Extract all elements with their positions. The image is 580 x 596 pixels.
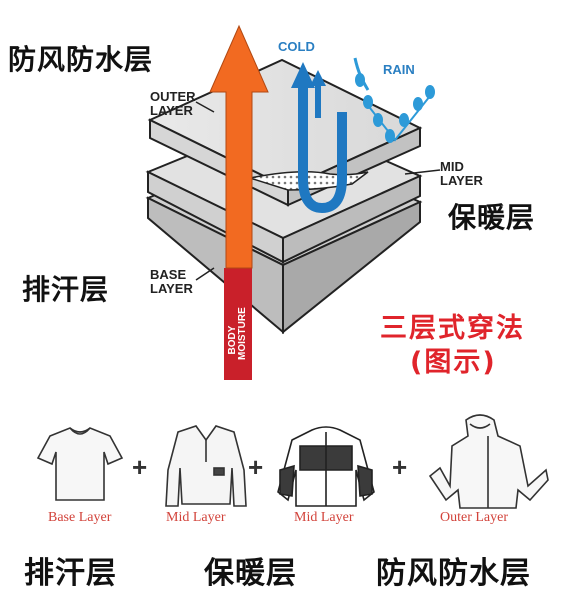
rain-drops xyxy=(353,57,435,143)
garment-caption-base: Base Layer xyxy=(48,510,112,525)
outer-layer-cn-label: 防风防水层 xyxy=(8,43,154,76)
base-layer-en-line2: LAYER xyxy=(150,281,193,296)
bottom-label-outer: 防风防水层 xyxy=(376,556,531,591)
garment-caption-outer: Outer Layer xyxy=(440,510,509,525)
t-shirt-icon xyxy=(36,427,124,501)
base-leader xyxy=(195,267,215,281)
title-line2: (图示) xyxy=(410,347,497,378)
plus-sign-3: + xyxy=(392,452,408,482)
base-layer-en-line1: BASE xyxy=(150,267,187,282)
insulated-jacket-icon xyxy=(277,426,375,507)
base-layer-en-label: BASE LAYER xyxy=(150,268,193,296)
plus-sign-2: + xyxy=(248,452,264,482)
garment-caption-mid-1: Mid Layer xyxy=(166,510,226,525)
fleece-pullover-icon xyxy=(165,425,247,507)
mid-layer-en-label: MID LAYER xyxy=(440,160,483,188)
hooded-shell-jacket-icon xyxy=(428,414,549,509)
body-moisture-bar xyxy=(224,268,252,380)
mid-layer-cn-label: 保暖层 xyxy=(448,201,536,234)
orange-up-arrow xyxy=(209,24,269,269)
mid-layer-en-line2: LAYER xyxy=(440,173,483,188)
outer-leader xyxy=(195,101,215,113)
title-line1: 三层式穿法 xyxy=(380,313,525,344)
bottom-label-base: 排汗层 xyxy=(24,556,117,591)
outer-layer-en-line2: LAYER xyxy=(150,103,193,118)
body-moisture-label: BODY MOISTURE xyxy=(227,307,248,360)
body-moisture-line2: MOISTURE xyxy=(237,307,248,360)
outer-layer-en-label: OUTER LAYER xyxy=(150,90,196,118)
blue-cold-arrow xyxy=(291,62,347,214)
base-layer-cn-label: 排汗层 xyxy=(22,273,110,306)
cold-label: COLD xyxy=(278,39,315,54)
mid-layer-en-line1: MID xyxy=(440,159,464,174)
garment-caption-mid-2: Mid Layer xyxy=(294,510,354,525)
mid-leader xyxy=(404,169,441,175)
outer-layer-en-line1: OUTER xyxy=(150,89,196,104)
bottom-label-mid: 保暖层 xyxy=(204,556,297,591)
rain-label: RAIN xyxy=(383,62,415,77)
plus-sign-1: + xyxy=(132,452,148,482)
